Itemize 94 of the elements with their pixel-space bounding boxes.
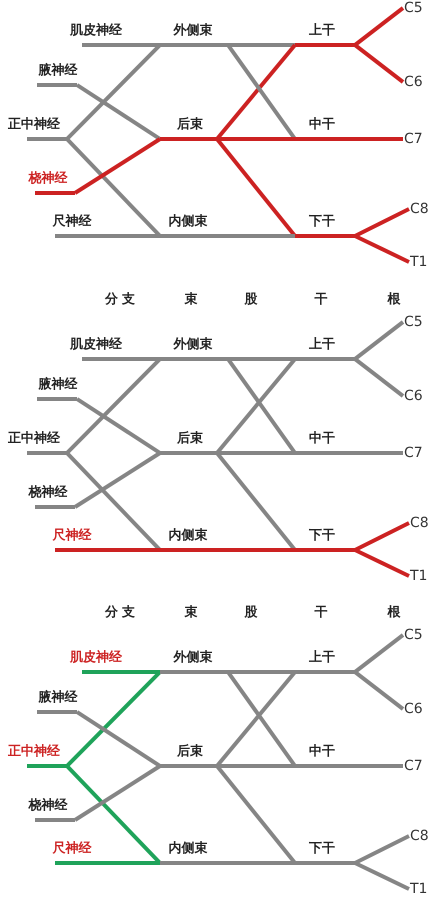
column-heading: 股 xyxy=(244,292,262,308)
nerve-line xyxy=(228,670,295,674)
nerve-line xyxy=(125,357,160,361)
nerve-line xyxy=(354,207,410,238)
nerve-line xyxy=(354,6,404,47)
nerve-label: 后束 xyxy=(177,744,203,760)
root-label: C6 xyxy=(404,74,423,90)
nerve-line xyxy=(217,451,295,455)
nerve-label: 中干 xyxy=(309,744,335,760)
nerve-line xyxy=(125,670,160,674)
nerve-label: 外侧束 xyxy=(174,23,212,39)
nerve-label: 上干 xyxy=(309,650,335,666)
nerve-line xyxy=(354,43,404,84)
nerve-line xyxy=(360,137,403,141)
root-label: C7 xyxy=(404,131,423,147)
nerve-label: 中干 xyxy=(309,117,335,133)
nerve-line xyxy=(125,43,160,47)
nerve-line xyxy=(217,764,295,768)
nerve-line xyxy=(354,548,410,578)
root-label: C7 xyxy=(404,758,423,774)
nerve-line xyxy=(74,764,162,822)
root-label: T1 xyxy=(410,568,428,584)
root-label: T1 xyxy=(410,254,428,270)
nerve-label: 尺神经 xyxy=(52,528,92,544)
nerve-label: 下干 xyxy=(309,214,335,230)
root-label: C5 xyxy=(404,627,423,643)
nerve-label: 上干 xyxy=(309,23,335,39)
root-label: C8 xyxy=(410,515,429,531)
nerve-line xyxy=(228,548,295,552)
root-label: C5 xyxy=(404,314,423,330)
column-heading: 分支 xyxy=(105,605,139,621)
nerve-line xyxy=(228,43,295,47)
column-heading: 分支 xyxy=(105,292,139,308)
nerve-line xyxy=(76,710,162,768)
nerve-line xyxy=(228,234,295,238)
nerve-label: 尺神经 xyxy=(52,214,92,230)
nerve-line xyxy=(354,834,410,865)
nerve-label: 后束 xyxy=(177,431,203,447)
nerve-label: 肌皮神经 xyxy=(70,337,122,353)
nerve-label: 腋神经 xyxy=(38,377,78,393)
root-label: C7 xyxy=(404,445,423,461)
root-label: C6 xyxy=(404,388,423,404)
nerve-line xyxy=(354,320,404,361)
root-label: C8 xyxy=(410,201,429,217)
nerve-label: 肌皮神经 xyxy=(70,23,122,39)
nerve-line xyxy=(354,234,410,264)
nerve-label: 桡神经 xyxy=(28,798,68,814)
nerve-line xyxy=(120,234,160,238)
nerve-line xyxy=(228,357,295,361)
nerve-line xyxy=(354,670,404,711)
nerve-label: 桡神经 xyxy=(28,485,68,501)
root-label: C6 xyxy=(404,701,423,717)
column-heading: 束 xyxy=(184,605,202,621)
nerve-label: 正中神经 xyxy=(8,431,60,447)
nerve-label: 上干 xyxy=(309,337,335,353)
nerve-line xyxy=(74,137,162,195)
column-heading: 干 xyxy=(314,605,332,621)
nerve-line xyxy=(354,633,404,674)
nerve-label: 下干 xyxy=(309,528,335,544)
nerve-label: 中干 xyxy=(309,431,335,447)
nerve-label: 腋神经 xyxy=(38,690,78,706)
nerve-label: 正中神经 xyxy=(8,744,60,760)
column-heading: 根 xyxy=(388,292,404,308)
nerve-label: 内侧束 xyxy=(168,214,208,230)
nerve-label: 外侧束 xyxy=(174,337,212,353)
nerve-label: 肌皮神经 xyxy=(70,650,122,666)
nerve-label: 内侧束 xyxy=(168,528,208,544)
nerve-line xyxy=(354,861,410,891)
nerve-line xyxy=(76,83,162,141)
nerve-line xyxy=(354,521,410,552)
nerve-line xyxy=(360,451,403,455)
column-heading: 股 xyxy=(244,605,262,621)
nerve-label: 尺神经 xyxy=(52,841,92,857)
nerve-line xyxy=(360,764,403,768)
nerve-label: 下干 xyxy=(309,841,335,857)
nerve-line xyxy=(228,861,295,865)
nerve-line xyxy=(217,137,295,141)
nerve-label: 腋神经 xyxy=(38,63,78,79)
root-label: C5 xyxy=(404,0,423,16)
column-heading: 束 xyxy=(184,292,202,308)
column-heading: 根 xyxy=(388,605,404,621)
root-label: T1 xyxy=(410,881,428,897)
nerve-line xyxy=(74,451,162,509)
nerve-label: 外侧束 xyxy=(174,650,212,666)
nerve-line xyxy=(120,548,160,552)
nerve-label: 内侧束 xyxy=(168,841,208,857)
column-heading: 干 xyxy=(314,292,332,308)
nerve-label: 后束 xyxy=(177,117,203,133)
nerve-line xyxy=(120,861,160,865)
root-label: C8 xyxy=(410,828,429,844)
nerve-line xyxy=(76,397,162,455)
nerve-label: 正中神经 xyxy=(8,117,60,133)
nerve-line xyxy=(354,357,404,398)
nerve-label: 桡神经 xyxy=(28,171,68,187)
